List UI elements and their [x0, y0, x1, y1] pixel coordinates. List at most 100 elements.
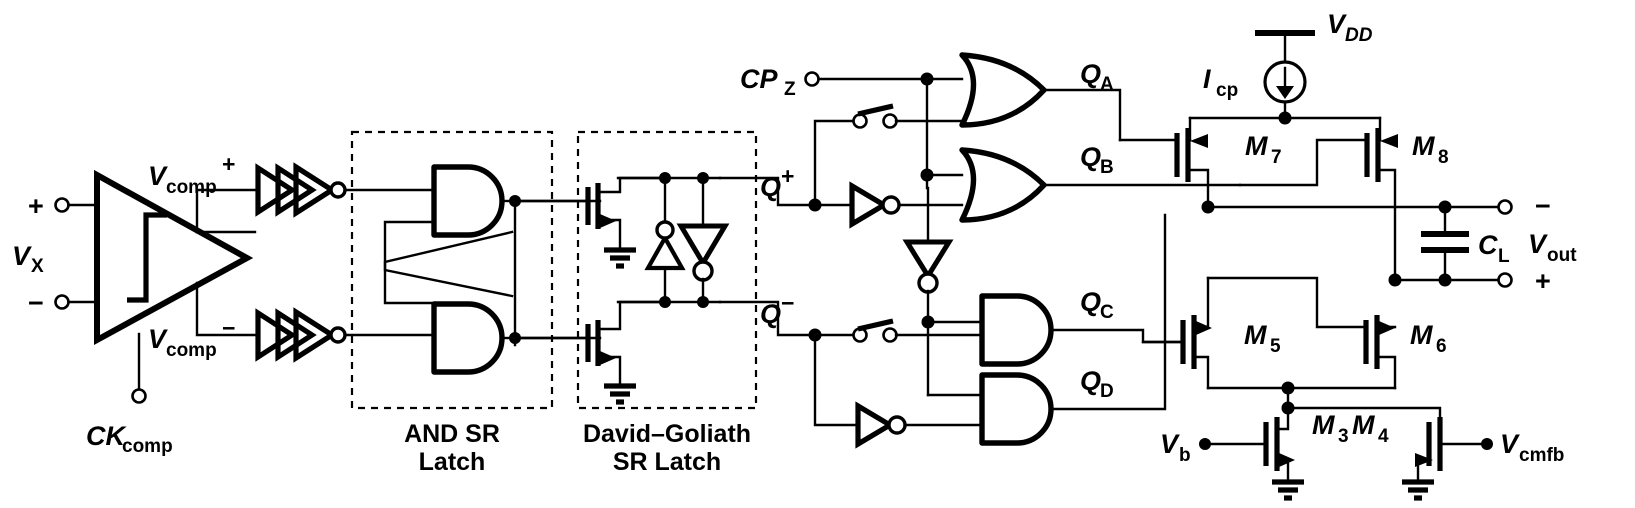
vcmfb-label: V — [1500, 429, 1520, 459]
qn-sup: − — [781, 290, 794, 316]
ck-comp-label: CK — [86, 421, 127, 451]
m3-sub: 3 — [1338, 426, 1349, 447]
qp-sup: + — [781, 163, 794, 189]
caption-david-goliath-latch: David–Goliath SR Latch — [583, 420, 751, 476]
label-m4: M 4 — [1352, 410, 1389, 447]
inverter-qplus — [813, 181, 964, 229]
vb-terminal-dot[interactable] — [1199, 438, 1211, 450]
vcmfb-terminal-dot[interactable] — [1481, 438, 1493, 450]
label-qb: Q B — [1080, 142, 1114, 178]
inverter-bubble-bus — [917, 272, 939, 294]
inverter-bubble-goliath — [692, 260, 714, 282]
qb-label: Q — [1080, 142, 1101, 172]
clock-terminal[interactable] — [131, 388, 147, 404]
vout-sub: out — [1547, 245, 1577, 266]
label-vx: + − V X — [12, 191, 44, 318]
and-sr-latch-wiring — [343, 188, 514, 337]
cpz-sub: Z — [784, 79, 796, 100]
vout-plus-terminal[interactable] — [1497, 272, 1513, 288]
vcomp-minus-sup: − — [222, 315, 235, 341]
comparator-output-wires — [195, 188, 260, 337]
label-qa: Q A — [1080, 59, 1114, 95]
icp-sub: cp — [1216, 80, 1238, 101]
inverter-bubble-qplus — [881, 195, 901, 215]
inverter-bubble-qminus — [887, 415, 907, 435]
qa-sub: A — [1100, 74, 1114, 95]
switch-contact-left[interactable] — [852, 113, 868, 129]
vx-sub: X — [31, 256, 44, 277]
junction-dot — [1388, 273, 1402, 287]
m5-label: M — [1244, 320, 1267, 350]
vout-minus-sign: − — [1535, 191, 1551, 221]
vb-label: V — [1160, 429, 1180, 459]
cl-label: C — [1478, 230, 1498, 260]
label-m3: M 3 — [1312, 410, 1349, 447]
label-ck-comp: CK comp — [86, 421, 173, 457]
m6-label: M — [1410, 320, 1433, 350]
input-terminal-minus[interactable] — [54, 294, 70, 310]
label-m5: M 5 — [1244, 320, 1281, 357]
comparator-input-minus — [54, 294, 99, 310]
label-qd: Q D — [1080, 366, 1114, 402]
vx-label: V — [12, 241, 32, 271]
m7-label: M — [1245, 131, 1268, 161]
qb-sub: B — [1100, 157, 1114, 178]
icp-label: I — [1203, 64, 1211, 94]
label-q-minus: Q − — [760, 290, 794, 329]
vx-minus-sign: − — [28, 288, 44, 318]
qc-label: Q — [1080, 287, 1101, 317]
vx-plus-sign: + — [28, 191, 44, 221]
and-sr-latch-line2: Latch — [419, 448, 486, 476]
vcmfb-sub: cmfb — [1519, 445, 1564, 466]
and-gate-qd — [979, 213, 1167, 446]
junction-dot — [920, 72, 934, 86]
vcomp-plus-sup: + — [222, 151, 235, 177]
label-q-plus: Q + — [760, 163, 794, 202]
vcomp-plus-label: V — [148, 161, 168, 191]
vcomp-minus-sub: comp — [166, 340, 217, 361]
vdd-sub: DD — [1345, 25, 1373, 46]
junction-dot — [1201, 200, 1215, 214]
inverter-bubble-bottom — [329, 326, 347, 344]
inverter-qminus — [813, 333, 984, 449]
nmos-m6 — [1206, 276, 1397, 390]
m4-sub: 4 — [1378, 426, 1389, 447]
pmos-m7 — [1118, 128, 1210, 209]
cpz-label: CP — [740, 64, 778, 94]
nmos-m3 — [1199, 406, 1304, 501]
buffer-chain-bottom — [255, 307, 347, 363]
comparator-input-plus — [54, 197, 99, 213]
switch-contact-right[interactable] — [882, 113, 898, 129]
vdd-supply — [1255, 30, 1315, 125]
switch-qminus — [813, 318, 984, 343]
label-icp: I cp — [1203, 64, 1238, 101]
label-vdd: V DD — [1327, 9, 1373, 46]
switch-contact-right[interactable] — [882, 327, 898, 343]
cross-coupled-inverters — [616, 172, 730, 308]
inverter-bubble-top — [329, 181, 347, 199]
david-goliath-latch-box — [576, 130, 758, 410]
m5-sub: 5 — [1270, 336, 1281, 357]
label-cl: C L — [1478, 230, 1510, 267]
cpz-terminal[interactable] — [804, 71, 820, 87]
input-terminal-plus[interactable] — [54, 197, 70, 213]
cpz-bus — [902, 72, 984, 397]
cl-sub: L — [1498, 246, 1510, 267]
vout-plus-sign: + — [1535, 266, 1551, 296]
label-vcmfb: V cmfb — [1500, 429, 1564, 466]
m8-label: M — [1412, 131, 1435, 161]
label-m6: M 6 — [1410, 320, 1447, 357]
label-m7: M 7 — [1245, 131, 1282, 168]
nmos-dg-top — [513, 176, 667, 269]
qd-sub: D — [1100, 381, 1114, 402]
nmos-m5 — [1141, 276, 1212, 390]
switch-qplus — [813, 103, 964, 207]
dg-latch-line2: SR Latch — [613, 448, 721, 476]
vb-sub: b — [1179, 445, 1191, 466]
label-vout: − + V out — [1528, 191, 1577, 296]
vout-minus-terminal[interactable] — [1497, 199, 1513, 215]
qa-label: Q — [1080, 59, 1101, 89]
vout-label: V — [1528, 229, 1548, 259]
